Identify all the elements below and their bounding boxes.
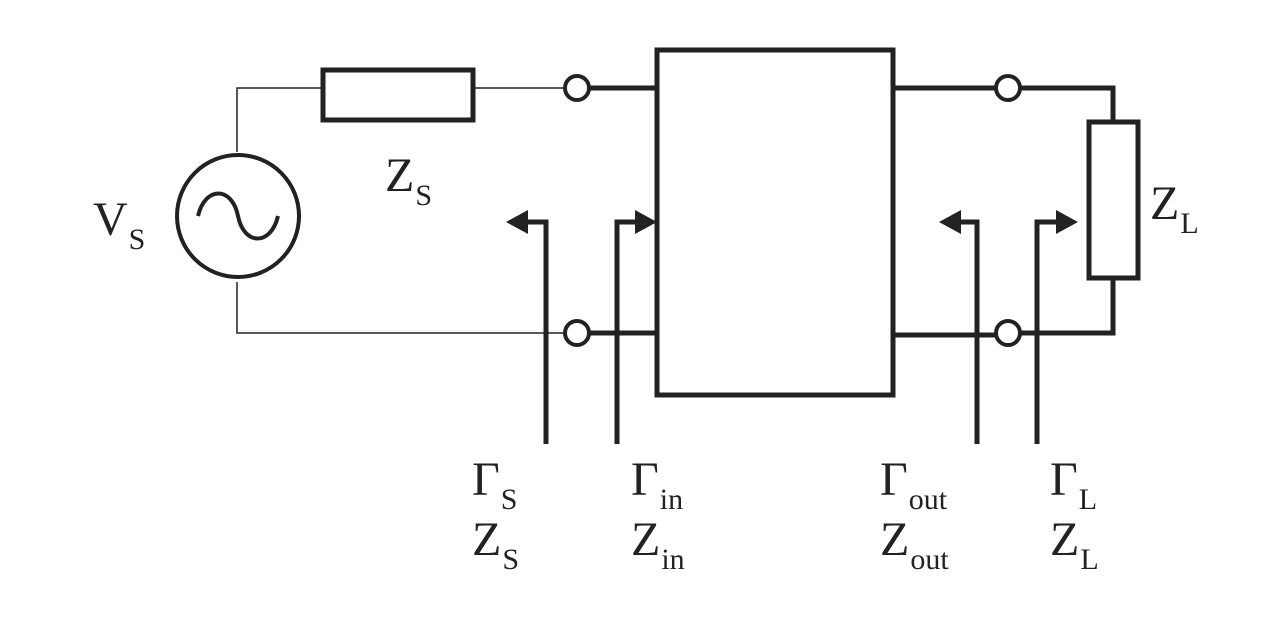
gamma-out-labels: Γout Zout <box>880 456 949 576</box>
two-port-network-box <box>654 47 896 398</box>
gamma-s-symbol: Γ <box>472 453 500 506</box>
load-impedance-subscript: L <box>1180 207 1199 240</box>
load-impedance-symbol: Z <box>1150 177 1180 230</box>
gamma-in-arrow <box>614 219 640 444</box>
source-impedance-symbol: Z <box>385 149 415 202</box>
z-in-symbol: Z <box>631 513 661 566</box>
z-l-subscript: L <box>1080 543 1099 576</box>
output-top-terminal <box>994 74 1022 102</box>
voltage-source-icon <box>175 153 301 279</box>
gamma-out-arrowhead-icon <box>939 210 961 234</box>
z-in-subscript: in <box>661 543 685 576</box>
gamma-l-labels: ΓL ZL <box>1050 456 1099 576</box>
source-impedance-subscript: S <box>415 179 433 212</box>
gamma-out-symbol: Γ <box>880 453 908 506</box>
gamma-l-arrow <box>1034 219 1060 444</box>
load-impedance-resistor <box>1086 119 1141 281</box>
gamma-out-subscript: out <box>908 483 948 516</box>
z-out-symbol: Z <box>880 513 910 566</box>
gamma-l-subscript: L <box>1078 483 1098 516</box>
source-impedance-label: ZS <box>385 149 432 211</box>
z-s-subscript: S <box>502 543 520 576</box>
input-bottom-terminal <box>563 319 591 347</box>
source-top-wire <box>236 87 323 152</box>
source-voltage-subscript: S <box>128 223 146 256</box>
source-bottom-wire <box>236 282 564 334</box>
z-l-symbol: Z <box>1050 513 1080 566</box>
gamma-l-arrowhead-icon <box>1056 210 1078 234</box>
gamma-out-arrow <box>956 219 980 444</box>
gamma-s-subscript: S <box>500 483 518 516</box>
gamma-s-arrowhead-icon <box>506 210 528 234</box>
load-top-wire <box>1020 85 1116 122</box>
source-voltage-symbol: V <box>93 193 128 246</box>
source-voltage-label: VS <box>93 193 145 255</box>
z-s-symbol: Z <box>472 513 502 566</box>
gamma-in-arrowhead-icon <box>635 210 657 234</box>
gamma-in-labels: Γin Zin <box>631 456 685 576</box>
gamma-l-symbol: Γ <box>1050 453 1078 506</box>
input-top-terminal <box>563 74 591 102</box>
load-bottom-wire <box>1020 278 1116 336</box>
gamma-s-arrow <box>523 219 549 444</box>
gamma-s-labels: ΓS ZS <box>472 456 519 576</box>
gamma-in-subscript: in <box>659 483 684 516</box>
source-impedance-resistor <box>320 67 476 123</box>
load-impedance-label: ZL <box>1150 177 1199 239</box>
gamma-in-symbol: Γ <box>631 453 659 506</box>
z-out-subscript: out <box>910 543 949 576</box>
output-bottom-terminal <box>994 319 1022 347</box>
